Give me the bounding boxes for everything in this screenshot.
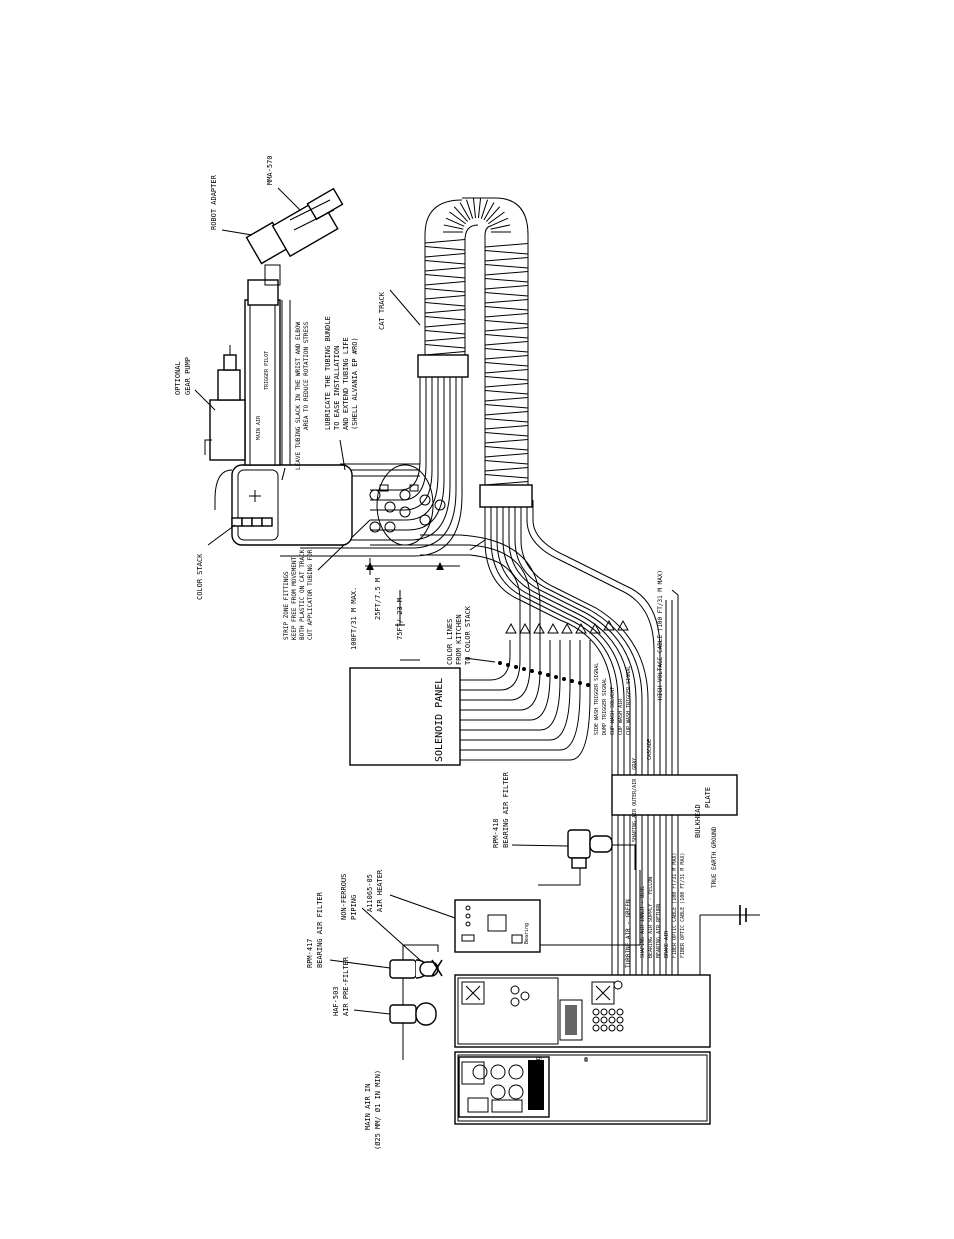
bulkhead-label: BULKHEAD — [694, 804, 702, 838]
air-heater-part-label: A11065-05 — [366, 874, 374, 912]
shaping-air-inner-label: SHAPING AIR INNER - BLUE — [640, 886, 646, 958]
cat-track-arch-link — [483, 202, 495, 221]
non-ferrous-label: NON-FERROUS — [340, 874, 348, 920]
strip-note-2: KEEP FREE FROM MOVEMENT — [291, 557, 298, 640]
distance-100ft-label: 100FT/31 M MAX. — [350, 587, 358, 650]
dump-trigger-label: DUMP TRIGGER SIGNAL — [602, 678, 608, 735]
true-earth-ground: TRUE EARTH GROUND — [699, 826, 760, 975]
mma570-label: MMA-570 — [266, 155, 274, 185]
warning-triangles — [505, 619, 629, 634]
color-lines-label-2: FROM KITCHEN — [455, 614, 463, 665]
cup-wash-air-label: CUP WASH AIR — [618, 698, 624, 735]
distance-25ft-label: 25FT/7.5 M — [374, 578, 382, 620]
strip-note-1: STRIP ZONE FITTINGS — [283, 571, 290, 640]
hv-cable-label: HIGH VOLTAGE CABLE (100 FT/31 M MAX) — [657, 570, 664, 700]
gear-pump-label: GEAR PUMP — [184, 357, 192, 395]
main-air-in-label: MAIN AIR IN — [364, 1084, 372, 1130]
cat-track-arch-link — [453, 206, 469, 222]
cat-track-arch-link — [488, 211, 505, 225]
hose-bundle — [484, 500, 679, 975]
cat-track-arch-link — [472, 198, 477, 219]
solenoid-panel: SOLENOID PANEL — [349, 667, 461, 766]
cup-wash-trigger-label: CUP WASH TRIGGER SIGNAL — [626, 666, 632, 735]
robot-adapter-label: ROBOT ADAPTER — [210, 174, 218, 230]
robot-hose-lines — [280, 377, 486, 557]
side-wash-trigger-label: SIDE WASH TRIGGER SIGNAL — [594, 663, 600, 735]
line-labels: SIDE WASH TRIGGER SIGNAL DUMP TRIGGER SI… — [594, 570, 686, 968]
rotation-stress-note: AREA TO REDUCE ROTATION STRESS — [303, 321, 310, 430]
cat-track-link — [424, 239, 466, 356]
leave-slack-note: LEAVE TUBING SLACK IN THE WRIST AND ELBO… — [295, 322, 302, 470]
cat-track-arch-link — [477, 198, 482, 219]
bearing-air-filter-2-label: BEARING AIR FILTER — [316, 891, 324, 968]
color-stack-fittings — [369, 464, 446, 546]
cat-track-arch-link — [449, 211, 466, 225]
air-heater-label: AIR HEATER — [376, 869, 384, 912]
tubing-notes: LEAVE TUBING SLACK IN THE WRIST AND ELBO… — [281, 300, 359, 481]
controller-button-grid — [592, 1008, 624, 1032]
cat-track-link — [484, 243, 529, 486]
true-earth-label: TRUE EARTH GROUND — [711, 826, 718, 888]
cat-track-arch-link — [443, 224, 464, 230]
cat-track-links — [424, 198, 529, 486]
cup-wash-solvent-label: CUP WASH SOLVENT — [610, 687, 616, 735]
rpm417-label: RPM-417 — [306, 938, 314, 968]
lubricate-note-3: AND EXTEND TUBING LIFE — [342, 337, 350, 430]
cat-track-arch-link — [445, 217, 465, 227]
lubricate-note-1: LUBRICATE THE TUBING BUNDLE — [324, 316, 332, 430]
turbine-air-label: TURBINE AIR - GREEN — [625, 899, 632, 968]
lubricate-note-2: TO EASE INSTALLATION — [333, 346, 341, 430]
plate-label: PLATE — [704, 787, 712, 808]
bulkhead-plate: BULKHEAD PLATE — [611, 774, 738, 838]
haf503-label: HAF-503 — [332, 986, 340, 1016]
cat-track-arch-link — [466, 199, 474, 219]
color-stack-label: COLOR STACK — [196, 553, 204, 600]
main-air-in-size-label: (Ø25 MM/ Ø1 IN MIN) — [374, 1070, 382, 1150]
bearing-air-filter-rpm417: RPM-417 BEARING AIR FILTER — [306, 891, 443, 979]
air-pre-filter-label: AIR PRE-FILTER — [342, 956, 350, 1016]
fiber-optic-2-label: FIBER OPTIC CABLE (100 FT/31 M MAX) — [680, 853, 686, 958]
piping-label: PIPING — [350, 895, 358, 920]
cat-track-arch-link — [485, 206, 501, 222]
strip-note-4: CUT APPLICATOR TUBING FOR BEST FIT — [307, 517, 314, 640]
mma570-applicator: MMA-570 ROBOT ADAPTER — [210, 155, 344, 258]
bearing-air-return-label: BEARING AIR RETURN — [656, 904, 662, 958]
cat-track-label: CAT TRACK — [378, 291, 386, 330]
air-heater-bearing-text: Bearing — [524, 923, 530, 944]
cat-track-arch-link — [480, 199, 488, 219]
fiber-optic-1-label: FIBER OPTIC CABLE (100 FT/31 M MAX) — [672, 853, 678, 958]
cat-track-arch-link — [459, 202, 471, 221]
color-lines-label-3: TO COLOR STACK — [464, 605, 472, 665]
lubricate-note-4: (SHELL ALVANIA EP #RO) — [351, 337, 359, 430]
cascade-label: CASCADE — [647, 739, 653, 760]
rpm418-label: RPM-418 — [492, 818, 500, 848]
controller-cabinet-left: Ransburg — [454, 1051, 711, 1125]
optional-label: OPTIONAL — [174, 361, 182, 395]
optional-gear-pump: OPTIONAL GEAR PUMP — [174, 345, 246, 461]
distance-annotations: 100FT/31 M MAX. 25FT/7.5 M 75FT/ 23 M — [350, 544, 460, 661]
trigger-pilot-label: TRIGGER PILOT — [264, 351, 270, 390]
distance-75ft-label: 75FT/ 23 M — [396, 598, 404, 640]
air-pre-filter-haf503: HAF-503 AIR PRE-FILTER — [332, 956, 437, 1026]
bearing-air-filter-label: BEARING AIR FILTER — [502, 771, 510, 848]
bearing-air-filter-rpm418: RPM-418 BEARING AIR FILTER — [492, 771, 613, 869]
robot-arm: MAIN AIR TRIGGER PILOT — [214, 221, 353, 546]
solenoid-panel-label: SOLENOID PANEL — [434, 678, 445, 762]
solenoid-lines — [420, 534, 591, 761]
cat-track-arch-link — [489, 217, 509, 227]
brake-air-label: BRAKE AIR — [664, 930, 670, 958]
strip-note-3: BOTH PLASTIC ON CAT TRACK — [299, 549, 306, 640]
cat-track: CAT TRACK — [378, 197, 533, 508]
controller-cabinet-right — [454, 974, 711, 1048]
air-heater: Bearing A11065-05 AIR HEATER — [366, 869, 541, 953]
controller-brand-label: Ransburg — [534, 1056, 542, 1090]
bearing-air-supply-label: BEARING AIR SUPPLY - YELLOW — [648, 876, 654, 958]
color-lines-label-1: COLOR LINES — [446, 619, 454, 665]
cat-track-arch-link — [490, 224, 511, 230]
shaping-air-outer-label: SHAPING AIR OUTER/AIR - GRAY — [632, 758, 638, 842]
color-lines-dots: COLOR LINES FROM KITCHEN TO COLOR STACK — [446, 605, 590, 687]
main-air-robot-label: MAIN AIR — [256, 415, 262, 440]
